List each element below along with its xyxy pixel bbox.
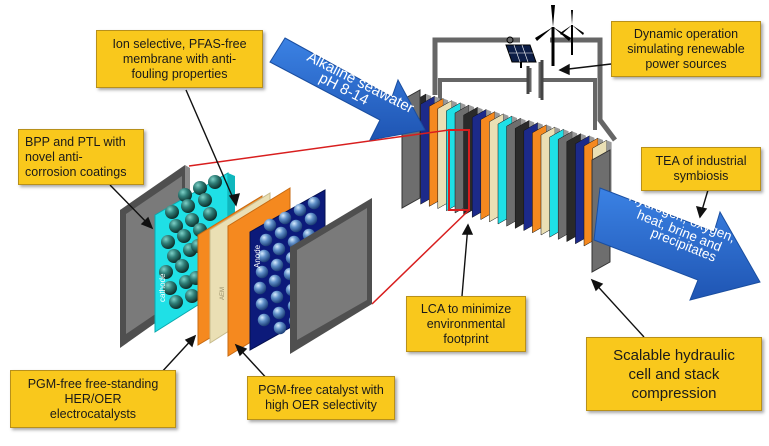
callout-scalable-compression: Scalable hydraulic cell and stack compre… — [586, 337, 762, 411]
anode-catalyst-particle — [289, 219, 303, 233]
cathode-catalyst-particle — [169, 295, 183, 309]
anode-catalyst-particle — [253, 281, 267, 295]
solar-panel-icon — [505, 36, 537, 68]
anode-catalyst-particle — [307, 196, 321, 210]
exploded-view-lines — [188, 129, 470, 305]
products-outlet-arrow: Hydrogen, oxygen, heat, brine and precip… — [593, 187, 761, 301]
cathode-catalyst-particle — [169, 219, 183, 233]
callout-pointers — [109, 63, 709, 383]
cathode-catalyst-particle — [163, 281, 177, 295]
cathode-catalyst-particle — [167, 249, 181, 263]
anode-label: Anode — [253, 244, 262, 268]
cathode-catalyst-particle — [198, 193, 212, 207]
exploded-cell: cathode AEM Anode — [120, 165, 372, 357]
anode-catalyst-particle — [257, 313, 271, 327]
cathode-catalyst-particle — [177, 229, 191, 243]
stack-wiring — [432, 37, 617, 142]
anode-catalyst-particle — [255, 297, 269, 311]
anode-catalyst-particle — [274, 226, 288, 240]
cathode-catalyst-particle — [208, 175, 222, 189]
bipolar-plate-right — [290, 198, 372, 354]
cathode-catalyst-particle — [159, 265, 173, 279]
cathode-catalyst-particle — [193, 181, 207, 195]
callout-lca: LCA to minimize environmental footprint — [406, 296, 526, 352]
anode-catalyst-particle — [272, 306, 286, 320]
wind-turbine-icon — [535, 5, 584, 66]
cathode-catalyst-particle — [175, 259, 189, 273]
stack-cell-highlight — [448, 129, 470, 211]
callout-tea: TEA of industrial symbiosis — [641, 147, 761, 191]
cathode-catalyst-particle — [203, 207, 217, 221]
cathode-catalyst-particle — [185, 289, 199, 303]
cathode-catalyst-particle — [161, 235, 175, 249]
battery-terminal-icon — [526, 60, 544, 100]
anode-catalyst-particle — [270, 290, 284, 304]
cathode-catalyst-particle — [165, 205, 179, 219]
callout-her-oer-electrocatalysts: PGM-free free-standing HER/OER electroca… — [10, 370, 176, 428]
callout-membrane: Ion selective, PFAS-free membrane with a… — [96, 30, 263, 88]
callout-oer-catalyst: PGM-free catalyst with high OER selectiv… — [247, 376, 395, 420]
membrane-label: AEM — [220, 287, 226, 300]
anode-catalyst-particle — [268, 274, 282, 288]
anode-catalyst-particle — [293, 203, 307, 217]
anode-catalyst-particle — [272, 242, 286, 256]
callout-dynamic-operation: Dynamic operation simulating renewable p… — [611, 21, 761, 77]
seawater-inlet-arrow: Alkaline seawater pH 8-14 — [269, 37, 426, 141]
cathode-catalyst-particle — [185, 213, 199, 227]
anode-catalyst-particle — [270, 258, 284, 272]
cathode-catalyst-particle — [178, 188, 192, 202]
anode-catalyst-particle — [255, 265, 269, 279]
anode-catalyst-particle — [278, 211, 292, 225]
cathode-catalyst-particle — [181, 199, 195, 213]
anode-catalyst-particle — [273, 321, 287, 335]
anode-catalyst-particle — [257, 249, 271, 263]
anode-catalyst-particle — [259, 233, 273, 247]
anode-catalyst-particle — [304, 212, 318, 226]
cathode-label: cathode — [158, 273, 167, 302]
anode-catalyst-particle — [263, 218, 277, 232]
callout-bpp-ptl: BPP and PTL with novel anti- corrosion c… — [18, 129, 144, 185]
